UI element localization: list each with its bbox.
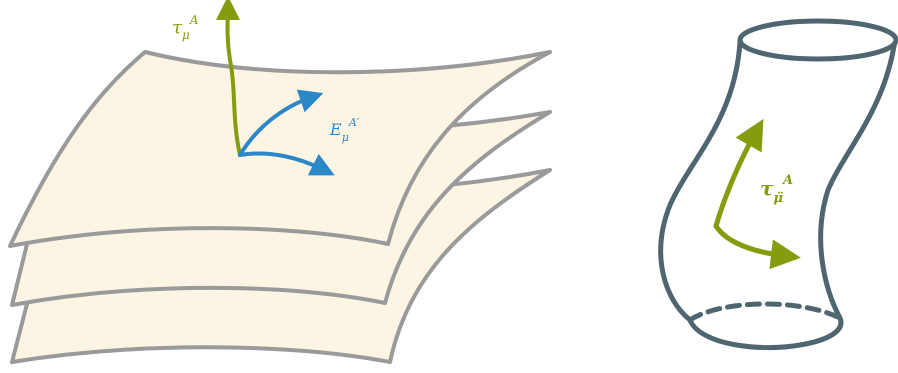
tube bbox=[658, 18, 898, 351]
tau-arrow-right-up bbox=[713, 118, 764, 229]
e-arrow-right bbox=[238, 151, 335, 176]
tube-right-side bbox=[818, 37, 898, 321]
tube-top-ellipse bbox=[737, 18, 898, 62]
tau-arrow-right-side bbox=[713, 223, 801, 270]
tube-bottom-solid bbox=[687, 315, 844, 351]
sheet-top bbox=[8, 50, 552, 248]
tau-arrow bbox=[215, 0, 242, 157]
tau-label-left: τμA bbox=[172, 13, 199, 42]
e-arrow-up bbox=[238, 89, 324, 157]
tube-bottom-dashed bbox=[687, 301, 843, 323]
tube-left-side bbox=[658, 39, 743, 323]
e-label: EμA′ bbox=[329, 116, 360, 144]
tau-label-right: τμ̈A bbox=[760, 173, 793, 206]
